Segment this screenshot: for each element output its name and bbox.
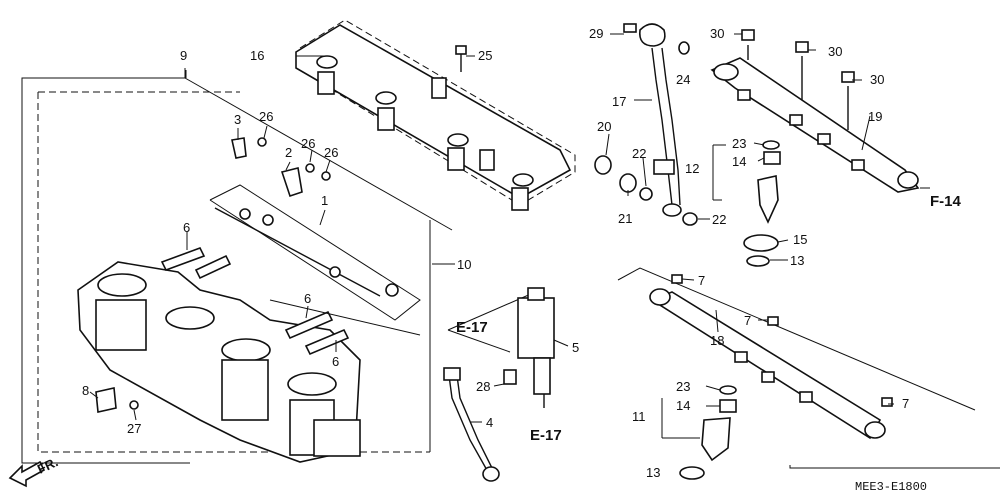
callout-16: 16 [250, 48, 264, 63]
callout-11: 11 [632, 409, 646, 424]
sensor-5 [447, 287, 555, 408]
callout-26b: 26 [301, 136, 315, 151]
callout-6a: 6 [183, 220, 190, 235]
callout-6b: 6 [304, 291, 311, 306]
callout-15: 15 [793, 232, 807, 247]
callout-23b: 23 [676, 379, 690, 394]
hose-4 [443, 367, 500, 482]
callout-30b: 30 [828, 44, 842, 59]
upper-cover-16 [295, 19, 576, 211]
throttle-body [77, 261, 361, 463]
callout-30c: 30 [870, 72, 884, 87]
callout-10: 10 [457, 257, 471, 272]
callout-7b: 7 [744, 313, 751, 328]
callout-13a: 13 [790, 253, 804, 268]
callout-30a: 30 [710, 26, 724, 41]
injector-12 [712, 140, 781, 267]
ref-e17-upper: E-17 [456, 319, 488, 336]
callout-2: 2 [285, 145, 292, 160]
reference-labels: F-14 E-17 E-17 FR. MEE3-E1800 [35, 193, 962, 494]
callout-labels: 9 16 25 29 24 30 30 30 17 19 20 22 23 14… [82, 26, 909, 480]
callout-28: 28 [476, 379, 490, 394]
callout-22b: 22 [712, 212, 726, 227]
callout-26c: 26 [324, 145, 338, 160]
callout-20: 20 [597, 119, 611, 134]
fuel-hose-17 [623, 23, 690, 217]
callout-25: 25 [478, 48, 492, 63]
callout-12: 12 [685, 161, 699, 176]
callout-29: 29 [589, 26, 603, 41]
throttle-injectors-6 [160, 247, 421, 356]
callout-27: 27 [127, 421, 141, 436]
leader-lines [89, 33, 930, 423]
callout-1: 1 [321, 193, 328, 208]
ref-f14: F-14 [930, 193, 962, 210]
bolt-25 [455, 45, 467, 72]
parts-8-27 [95, 387, 139, 413]
diagram-code: MEE3-E1800 [855, 480, 927, 494]
callout-26a: 26 [259, 109, 273, 124]
callout-23a: 23 [732, 136, 746, 151]
callout-24: 24 [676, 72, 690, 87]
callout-21: 21 [618, 211, 632, 226]
injector-11 [661, 385, 737, 480]
callout-7a: 7 [698, 273, 705, 288]
ref-e17-lower: E-17 [530, 427, 562, 444]
direction-label: FR. [35, 454, 60, 476]
callout-5: 5 [572, 340, 579, 355]
seals [594, 155, 698, 226]
front-arrow-icon [8, 460, 46, 488]
callout-8: 8 [82, 383, 89, 398]
fuel-rail-18 [617, 267, 1000, 469]
callout-18: 18 [710, 333, 724, 348]
callout-19: 19 [868, 109, 882, 124]
callout-3: 3 [234, 112, 241, 127]
callout-14b: 14 [676, 398, 690, 413]
callout-4: 4 [486, 415, 493, 430]
callout-9: 9 [180, 48, 187, 63]
callout-22a: 22 [632, 146, 646, 161]
callout-6c: 6 [332, 354, 339, 369]
callout-17: 17 [612, 94, 626, 109]
fuel-rail-19 [710, 29, 920, 193]
callout-13b: 13 [646, 465, 660, 480]
callout-7c: 7 [902, 396, 909, 411]
callout-14a: 14 [732, 154, 746, 169]
shaft-1 [209, 184, 421, 321]
